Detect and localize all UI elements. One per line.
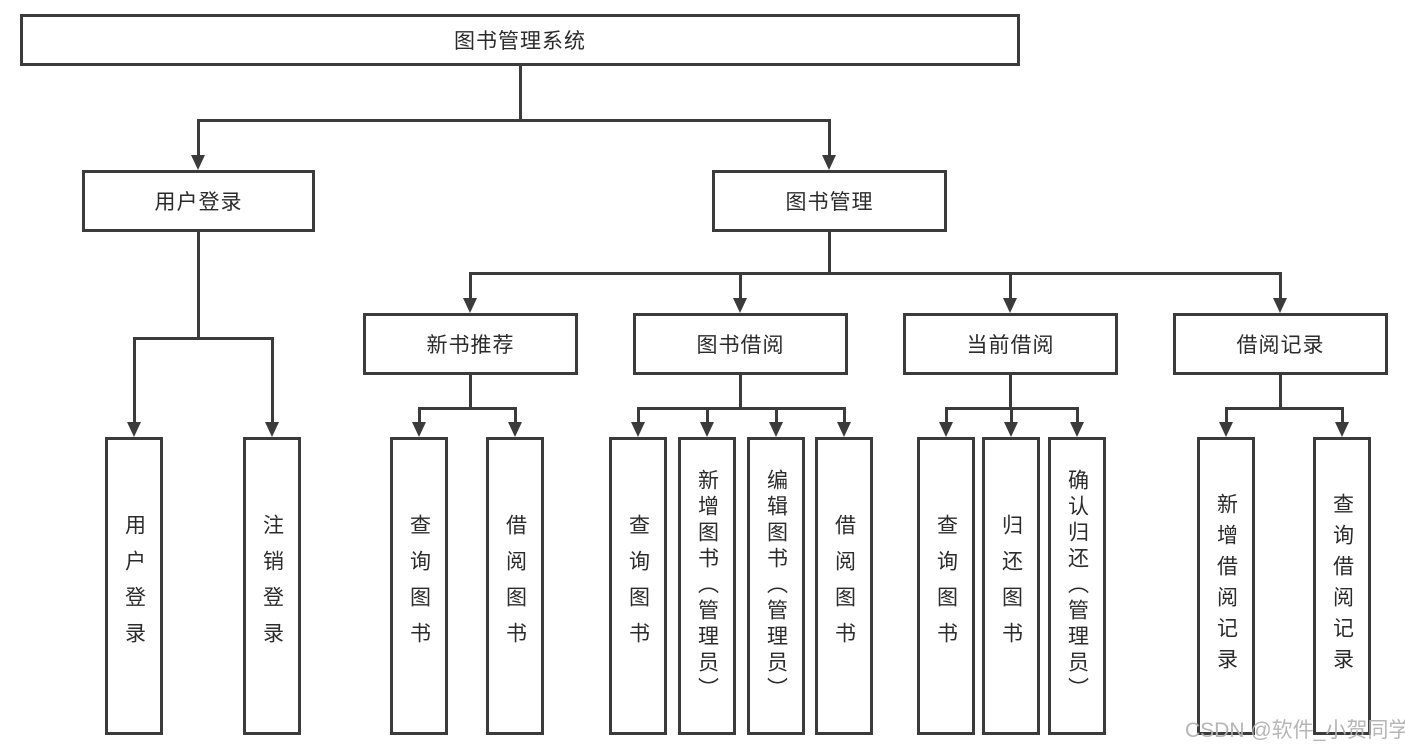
leaf-node-user-login: 用户登录 [105,437,163,735]
connector-drop [828,122,831,157]
connector-hbar [944,407,1079,410]
arrow-down-icon [699,422,714,437]
root-node-label: 图书管理系统 [454,30,586,53]
arrow-down-icon [1003,298,1017,313]
connector-stem [1279,375,1282,410]
connector-drop [197,122,200,157]
connector-drop [1340,410,1344,424]
connector-drop [132,340,136,424]
connector-stem [197,232,200,340]
leaf-node-query-books-2: 查询图书 [609,437,667,735]
leaf-node-add-books-admin: 新增图书（管理员） [678,437,736,735]
branch-node-label: 用户登录 [154,191,243,214]
section-node-book-borrow: 图书借阅 [633,313,848,375]
connector-hbar [197,119,831,122]
connector-stem [469,375,472,410]
connector-drop [739,275,742,300]
arrow-down-icon [1273,298,1287,313]
section-node-current-borrow: 当前借阅 [903,313,1118,375]
arrow-down-icon [630,422,645,437]
arrow-down-icon [191,155,205,170]
connector-drop [1279,275,1282,300]
leaf-node-query-borrow-record: 查询借阅记录 [1313,437,1371,735]
connector-stem [518,66,522,122]
leaf-node-label: 借阅图书 [503,514,527,658]
connector-drop [1009,410,1013,424]
connector-drop [842,410,846,424]
connector-drop [636,410,640,424]
branch-node-user-login: 用户登录 [82,170,315,232]
leaf-node-query-books-1: 查询图书 [390,437,448,735]
leaf-node-return-books: 归还图书 [982,437,1040,735]
arrow-down-icon [463,298,477,313]
connector-drop [1009,275,1012,300]
leaf-node-label: 编辑图书（管理员） [764,469,788,703]
arrow-down-icon [938,422,953,437]
section-node-new-book-recommend: 新书推荐 [363,313,578,375]
arrow-down-icon [1334,422,1349,437]
arrow-down-icon [768,422,783,437]
connector-drop [270,340,274,424]
leaf-node-edit-books-admin: 编辑图书（管理员） [747,437,805,735]
leaf-node-label: 确认归还（管理员） [1065,469,1089,703]
connector-hbar [132,337,274,340]
arrow-down-icon [1003,422,1018,437]
connector-drop [705,410,709,424]
connector-hbar [417,407,517,410]
leaf-node-label: 查询借阅记录 [1330,493,1354,679]
arrow-down-icon [836,422,851,437]
section-node-label: 新书推荐 [426,334,515,357]
leaf-node-label: 归还图书 [999,514,1023,658]
arrow-down-icon [1069,422,1084,437]
leaf-node-label: 用户登录 [122,514,146,658]
branch-node-book-management: 图书管理 [712,170,947,232]
leaf-node-logout: 注销登录 [243,437,301,735]
section-node-label: 图书借阅 [696,334,785,357]
leaf-node-label: 查询图书 [407,514,431,658]
section-node-label: 当前借阅 [966,334,1055,357]
leaf-node-confirm-return-admin: 确认归还（管理员） [1048,437,1106,735]
connector-hbar [469,272,1282,275]
leaf-node-label: 新增图书（管理员） [695,469,719,703]
leaf-node-query-books-3: 查询图书 [917,437,975,735]
branch-node-label: 图书管理 [785,191,874,214]
leaf-node-label: 注销登录 [260,514,284,658]
connector-hbar [1224,407,1344,410]
arrow-down-icon [507,422,522,437]
leaf-node-borrow-books-2: 借阅图书 [815,437,873,735]
root-node-library-system: 图书管理系统 [20,14,1020,66]
arrow-down-icon [126,422,141,437]
leaf-node-label: 借阅图书 [832,514,856,658]
leaf-node-add-borrow-record: 新增借阅记录 [1197,437,1255,735]
leaf-node-borrow-books-1: 借阅图书 [486,437,544,735]
connector-hbar [636,407,846,410]
connector-stem [828,232,831,275]
arrow-down-icon [733,298,747,313]
leaf-node-label: 查询图书 [934,514,958,658]
arrow-down-icon [822,155,836,170]
connector-drop [469,275,472,300]
connector-stem [739,375,742,410]
arrow-down-icon [411,422,426,437]
connector-drop [1224,410,1228,424]
leaf-node-label: 查询图书 [626,514,650,658]
leaf-node-label: 新增借阅记录 [1214,493,1238,679]
connector-drop [774,410,778,424]
connector-drop [417,410,421,424]
connector-drop [944,410,948,424]
connector-stem [1009,375,1012,410]
arrow-down-icon [264,422,279,437]
arrow-down-icon [1218,422,1233,437]
connector-drop [1075,410,1079,424]
section-node-borrow-records: 借阅记录 [1173,313,1388,375]
watermark: CSDN @软件_小贺同学 [1185,719,1405,742]
section-node-label: 借阅记录 [1236,334,1325,357]
connector-drop [513,410,517,424]
